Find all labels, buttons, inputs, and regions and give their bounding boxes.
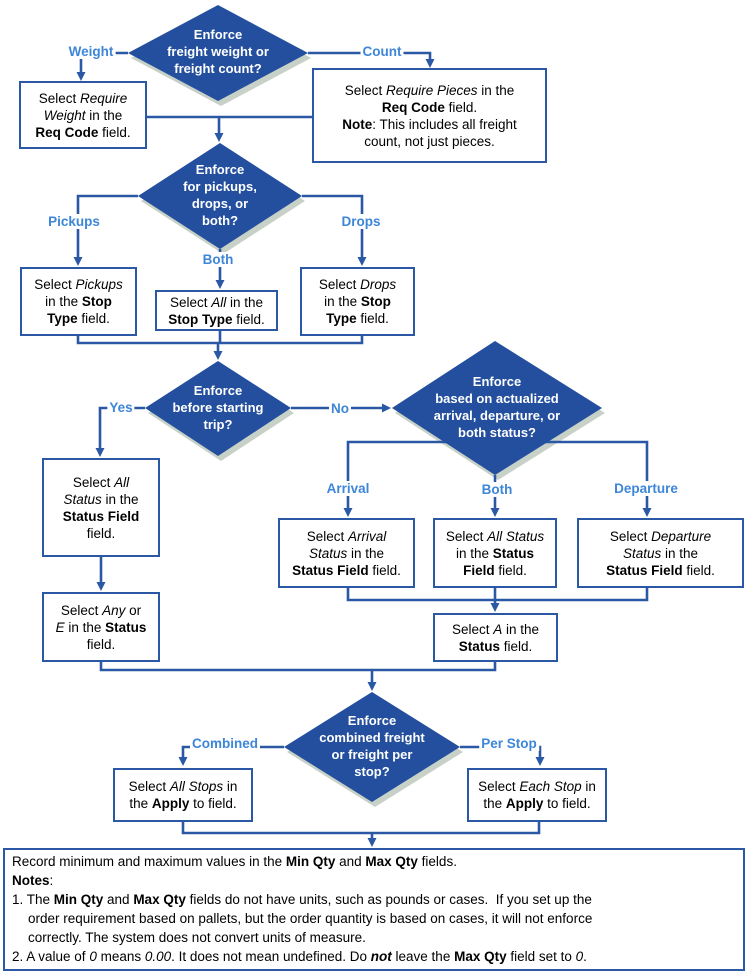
branch-label-pickups: Pickups [46, 214, 102, 229]
decision-diamond-weight-or-count [128, 5, 308, 101]
branch-label-departure: Departure [612, 481, 680, 496]
branch-label-yes: Yes [107, 400, 135, 415]
flow-arrowheads [73, 59, 652, 847]
branch-label-arrival: Arrival [324, 481, 372, 496]
decision-diamonds [128, 5, 602, 802]
branch-label-combined: Combined [190, 736, 260, 751]
decision-diamond-combined-or-per-stop [284, 692, 460, 802]
branch-label-weight: Weight [66, 44, 116, 59]
branch-label-both-stop: Both [200, 252, 236, 267]
decision-diamond-actualized-status [392, 341, 602, 475]
decision-diamond-before-trip [145, 361, 291, 456]
decision-diamond-pickups-drops-both [138, 143, 302, 249]
branch-label-per-stop: Per Stop [479, 736, 539, 751]
branch-label-no: No [329, 401, 351, 416]
notes-panel: Record minimum and maximum values in the… [3, 848, 745, 971]
branch-label-both-status: Both [479, 482, 515, 497]
branch-label-drops: Drops [339, 214, 383, 229]
branch-label-count: Count [360, 44, 404, 59]
